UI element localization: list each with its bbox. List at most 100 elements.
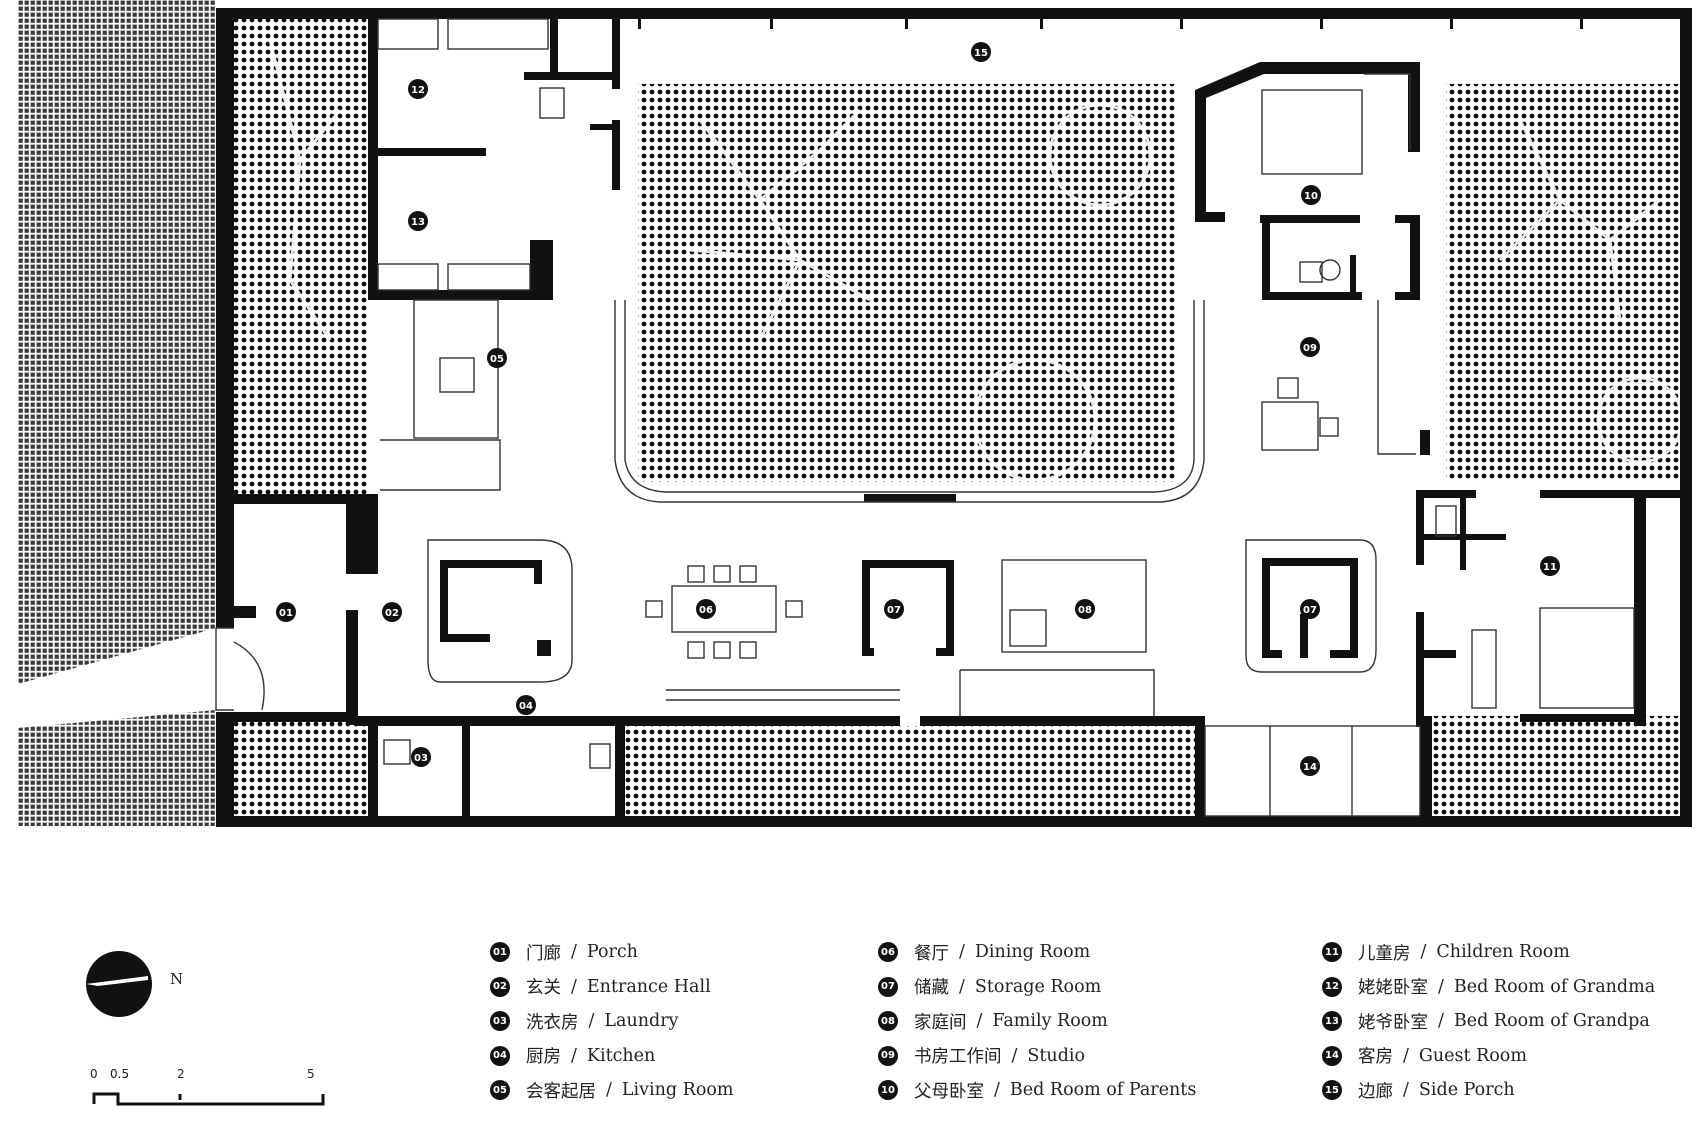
legend-number: 03 bbox=[490, 1011, 510, 1032]
legend-zh: 姥爷卧室 bbox=[1358, 1012, 1428, 1033]
room-marker-14: 14 bbox=[1300, 756, 1320, 776]
legend-separator: / bbox=[571, 942, 577, 963]
svg-text:13: 13 bbox=[411, 217, 425, 228]
legend-number: 07 bbox=[878, 976, 898, 997]
interior-walls bbox=[216, 19, 1690, 816]
room-marker-04: 04 bbox=[516, 695, 536, 715]
room-marker-13: 13 bbox=[408, 211, 428, 231]
legend-zh: 厨房 bbox=[526, 1047, 561, 1068]
legend-zh: 边廊 bbox=[1358, 1081, 1393, 1102]
svg-text:09: 09 bbox=[1303, 343, 1317, 354]
garden-east bbox=[1446, 84, 1690, 480]
room-marker-05: 05 bbox=[487, 348, 507, 368]
north-arrow bbox=[86, 951, 152, 1017]
legend-number: 04 bbox=[490, 1045, 510, 1066]
svg-text:03: 03 bbox=[414, 753, 428, 764]
legend-item: 13 姥爷卧室 / Bed Room of Grandpa bbox=[1322, 1004, 1655, 1039]
legend-en: Entrance Hall bbox=[586, 976, 711, 997]
room-marker-01: 01 bbox=[276, 602, 296, 622]
legend-zh: 家庭间 bbox=[914, 1012, 967, 1033]
svg-text:15: 15 bbox=[974, 48, 988, 59]
legend-separator: / bbox=[1438, 976, 1444, 997]
legend-separator: / bbox=[588, 1011, 595, 1032]
legend-en: Dining Room bbox=[974, 942, 1091, 963]
room-marker-10: 10 bbox=[1301, 185, 1321, 205]
scale-tick: 2 bbox=[177, 1067, 185, 1081]
room-marker-02: 02 bbox=[382, 602, 402, 622]
legend-zh: 餐厅 bbox=[914, 943, 949, 964]
legend-separator: / bbox=[1403, 1045, 1409, 1066]
svg-text:11: 11 bbox=[1543, 562, 1557, 573]
furniture-lines bbox=[215, 18, 1635, 817]
legend-number: 14 bbox=[1322, 1045, 1342, 1066]
legend-zh: 玄关 bbox=[526, 978, 561, 999]
legend-en: Guest Room bbox=[1418, 1045, 1527, 1066]
side-porch-ticks bbox=[638, 19, 1583, 29]
legend-number: 06 bbox=[878, 942, 898, 963]
room-marker-06: 06 bbox=[696, 599, 716, 619]
legend-en: Bed Room of Parents bbox=[1009, 1080, 1197, 1101]
svg-text:06: 06 bbox=[699, 605, 713, 616]
svg-text:14: 14 bbox=[1303, 762, 1317, 773]
legend-separator: / bbox=[976, 1011, 983, 1032]
legend-item: 04 厨房 / Kitchen bbox=[490, 1039, 734, 1074]
svg-text:01: 01 bbox=[279, 608, 293, 619]
courtyard-trees bbox=[268, 39, 1684, 482]
garden-east-lower bbox=[1432, 716, 1690, 816]
svg-text:04: 04 bbox=[519, 701, 533, 712]
legend-separator: / bbox=[1438, 1011, 1444, 1032]
legend-separator: / bbox=[1011, 1045, 1018, 1066]
garden-south bbox=[625, 726, 1195, 816]
scale-tick: 0.5 bbox=[110, 1067, 130, 1081]
legend-en: Bed Room of Grandpa bbox=[1453, 1011, 1650, 1032]
scale-bar bbox=[92, 1092, 325, 1106]
north-label: N bbox=[170, 970, 184, 988]
legend-en: Studio bbox=[1027, 1045, 1086, 1066]
legend-en: Kitchen bbox=[586, 1045, 656, 1066]
legend-en: Children Room bbox=[1436, 942, 1570, 963]
legend-en: Bed Room of Grandma bbox=[1453, 976, 1656, 997]
legend-en: Side Porch bbox=[1418, 1080, 1515, 1101]
svg-text:07: 07 bbox=[887, 605, 901, 616]
scale-tick: 5 bbox=[307, 1067, 315, 1081]
room-marker-11: 11 bbox=[1540, 556, 1560, 576]
legend-number: 12 bbox=[1322, 976, 1342, 997]
legend-separator: / bbox=[606, 1080, 612, 1101]
legend-separator: / bbox=[571, 1045, 577, 1066]
legend-item: 02 玄关 / Entrance Hall bbox=[490, 970, 734, 1005]
exterior-paving-left bbox=[18, 0, 216, 684]
svg-text:02: 02 bbox=[385, 608, 399, 619]
legend-number: 01 bbox=[490, 942, 510, 963]
legend-separator: / bbox=[959, 976, 965, 997]
legend-zh: 书房工作间 bbox=[914, 1047, 1002, 1068]
room-marker-08: 08 bbox=[1075, 599, 1095, 619]
legend-number: 02 bbox=[490, 976, 510, 997]
legend-number: 05 bbox=[490, 1080, 510, 1101]
legend-number: 10 bbox=[878, 1080, 898, 1101]
svg-text:07: 07 bbox=[1303, 605, 1317, 616]
legend-en: Storage Room bbox=[974, 976, 1102, 997]
legend-number: 13 bbox=[1322, 1011, 1342, 1032]
legend-en: Laundry bbox=[604, 1011, 679, 1032]
svg-text:05: 05 bbox=[490, 354, 504, 365]
legend-en: Living Room bbox=[621, 1080, 734, 1101]
legend-zh: 父母卧室 bbox=[914, 1081, 984, 1102]
legend-zh: 姥姥卧室 bbox=[1358, 978, 1428, 999]
legend-separator: / bbox=[571, 976, 577, 997]
svg-text:10: 10 bbox=[1304, 191, 1318, 202]
room-marker-15: 15 bbox=[971, 42, 991, 62]
legend-zh: 储藏 bbox=[914, 978, 949, 999]
